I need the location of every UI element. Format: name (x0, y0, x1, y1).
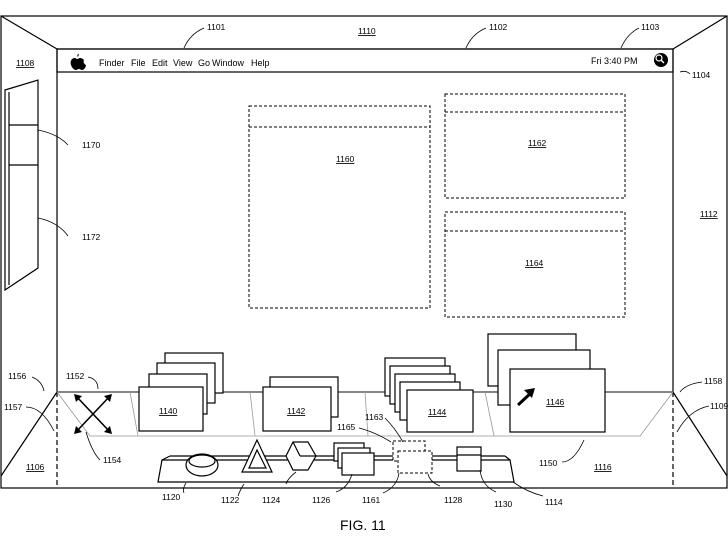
menu-edit[interactable]: Edit (152, 58, 168, 68)
left-wall-panel (4, 79, 39, 292)
leader-1124 (285, 471, 297, 485)
room-outer-frame (0, 15, 728, 489)
leader-1126 (335, 473, 353, 493)
menu-window[interactable]: Window (212, 58, 245, 68)
leader-1104 (679, 70, 691, 75)
figure-caption: FIG. 11 (340, 517, 386, 533)
perspective-line-bottom-left (0, 391, 58, 477)
dock-bar-right-edge (504, 455, 511, 461)
menubar-magnifier-icon[interactable] (654, 53, 668, 67)
ref-1160: 1160 (336, 154, 355, 164)
ref-1157: 1157 (4, 402, 23, 412)
ref-1158: 1158 (704, 376, 723, 386)
leader-1101 (183, 27, 205, 49)
leader-1122 (237, 483, 245, 497)
leader-1109 (676, 405, 710, 433)
menu-view[interactable]: View (173, 58, 193, 68)
menu-finder[interactable]: Finder (99, 58, 125, 68)
ref-1116: 1116 (594, 462, 612, 472)
leader-1154 (85, 431, 101, 461)
ref-1130: 1130 (494, 499, 513, 509)
leader-1152 (87, 376, 99, 390)
leader-1114 (512, 481, 544, 497)
ref-1152: 1152 (66, 371, 85, 381)
ref-1102: 1102 (489, 22, 508, 32)
move-arrows-icon (74, 394, 112, 434)
ref-1146: 1146 (546, 397, 565, 407)
ref-1161: 1161 (362, 495, 381, 505)
ref-1104: 1104 (692, 70, 711, 80)
ref-1165: 1165 (337, 422, 356, 432)
leader-1158 (679, 381, 703, 393)
leader-1157 (25, 406, 55, 432)
ref-1103: 1103 (641, 22, 660, 32)
leader-1163 (384, 417, 404, 443)
ref-1112: 1112 (700, 209, 718, 219)
menu-clock: Fri 3:40 PM (591, 56, 638, 66)
stack-1144-card-1 (406, 389, 474, 433)
ref-1170: 1170 (82, 140, 101, 150)
ref-1172: 1172 (82, 232, 101, 242)
ref-1164: 1164 (525, 258, 544, 268)
stack-1142-card-1 (262, 386, 332, 432)
menu-bar (56, 48, 674, 73)
ref-1108: 1108 (16, 58, 35, 68)
ref-1101: 1101 (207, 22, 226, 32)
leader-1128 (427, 473, 441, 487)
leader-1130 (479, 469, 497, 493)
ref-1122: 1122 (221, 495, 240, 505)
ref-1144: 1144 (428, 407, 447, 417)
perspective-line-bottom-right (672, 391, 728, 477)
ref-1114: 1114 (545, 497, 563, 507)
leader-1120 (182, 482, 187, 494)
ref-1109: 1109 (710, 401, 728, 411)
window-1164 (444, 211, 626, 318)
window-1160 (248, 105, 431, 309)
ref-1126: 1126 (312, 495, 331, 505)
shelf-divider-3 (364, 391, 369, 437)
ref-1128: 1128 (444, 495, 463, 505)
leader-1161 (382, 472, 400, 494)
leader-1156 (31, 376, 45, 392)
menu-go[interactable]: Go (198, 58, 210, 68)
ref-1154: 1154 (103, 455, 122, 465)
leader-1165 (358, 427, 392, 443)
dock-bar-left-edge (161, 455, 171, 461)
dock-item-stack-card-1 (341, 452, 375, 476)
ref-1163: 1163 (365, 412, 384, 422)
stack-1146-card-1 (509, 368, 606, 433)
ref-1120: 1120 (162, 492, 181, 502)
leader-1103 (620, 27, 640, 49)
cursor-arrow-icon (516, 388, 535, 407)
leader-1170 (37, 129, 69, 146)
dock-item-disc-top (188, 454, 216, 468)
dock-item-dashed-front (397, 450, 433, 474)
ref-1142: 1142 (287, 406, 306, 416)
leader-1102 (465, 27, 487, 49)
leader-1150 (561, 439, 585, 463)
ref-1140: 1140 (159, 406, 178, 416)
ref-1124: 1124 (262, 495, 281, 505)
window-1162 (444, 93, 626, 199)
shelf-divider-4 (484, 391, 495, 437)
leader-1172 (37, 217, 69, 237)
shelf-divider-1 (129, 391, 139, 437)
dock-item-hexagon-facet (292, 441, 301, 457)
stack-1140-card-1 (138, 386, 204, 432)
menu-help[interactable]: Help (251, 58, 270, 68)
menubar-apple-icon (70, 54, 86, 70)
ref-1110: 1110 (358, 26, 376, 36)
ref-1162: 1162 (528, 138, 547, 148)
menu-file[interactable]: File (131, 58, 146, 68)
ref-1150: 1150 (539, 458, 558, 468)
dock-item-cube (456, 446, 482, 472)
perspective-line-top-left (0, 15, 58, 50)
perspective-line-top-right (672, 15, 728, 50)
ref-1106: 1106 (26, 462, 45, 472)
shelf-divider-2 (249, 391, 256, 437)
dock-item-triangle-inner (248, 448, 267, 469)
ref-1156: 1156 (8, 371, 27, 381)
